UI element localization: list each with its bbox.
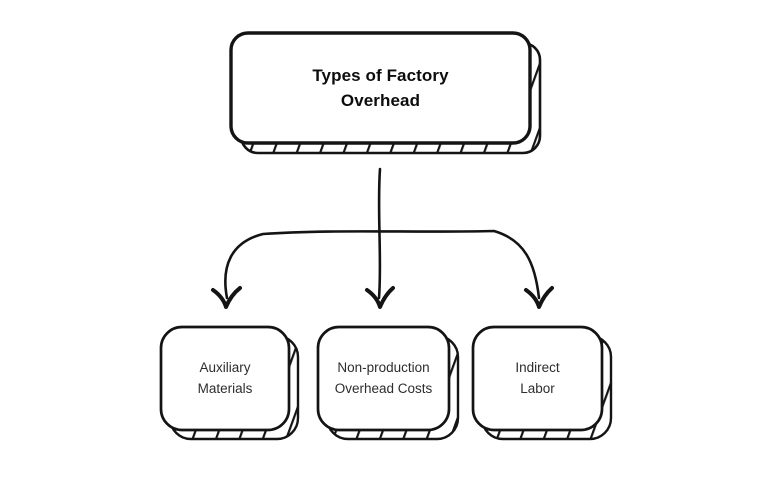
- root-node-shape: [229, 31, 542, 155]
- arrow-right-head: [524, 286, 554, 309]
- child-node-2-shape: [316, 325, 460, 441]
- arrow-branches: [211, 229, 554, 309]
- arrow-left-head: [211, 286, 242, 309]
- arrow-middle: [365, 167, 395, 309]
- child-node-3-shape: [471, 325, 613, 441]
- child-node-1-shape: [159, 325, 300, 441]
